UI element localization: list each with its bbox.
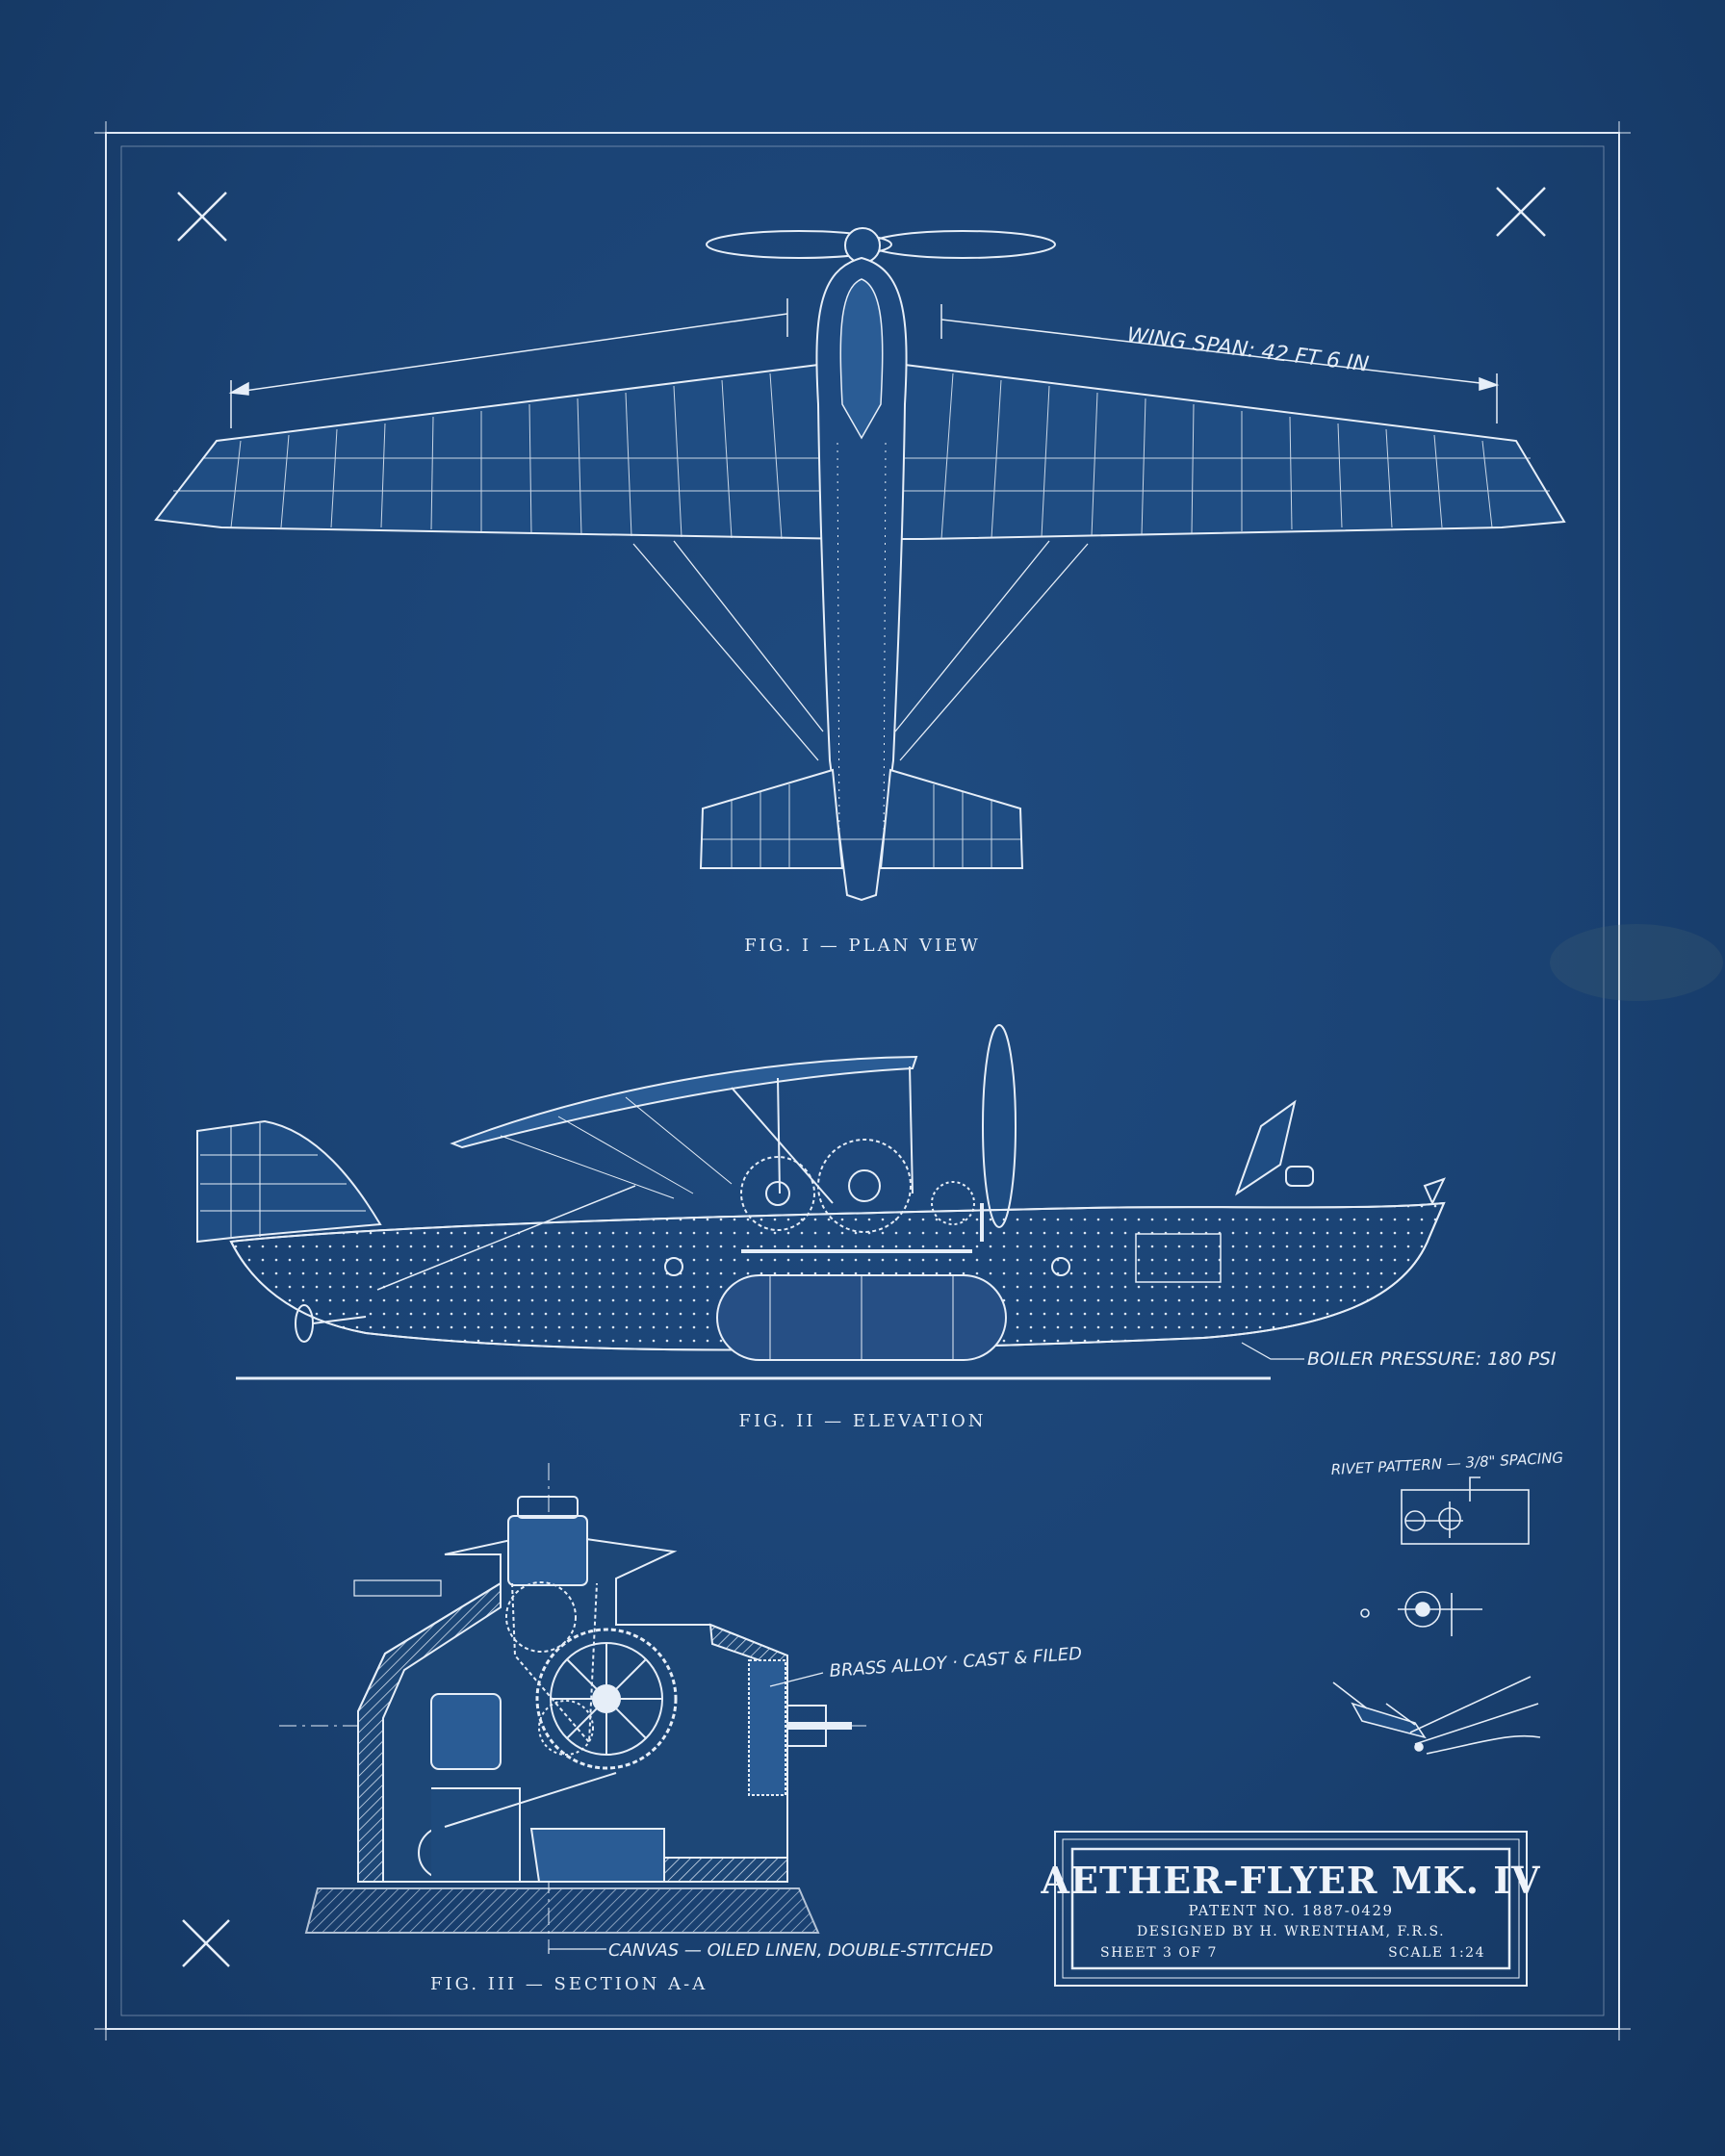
sheet-border	[94, 121, 1631, 2040]
canvas-label: CANVAS — OILED LINEN, DOUBLE-STITCHED	[608, 1940, 993, 1961]
wing-span-dimension	[228, 298, 1500, 428]
paper-stain	[1550, 924, 1723, 1001]
title-block-sheet: SHEET 3 OF 7	[1100, 1945, 1218, 1961]
fig2-caption: FIG. II — ELEVATION	[738, 1411, 986, 1431]
elevation-aircraft	[196, 1024, 1446, 1380]
boiler-leader	[1241, 1342, 1304, 1360]
rivet-pattern-label: RIVET PATTERN — 3/8" SPACING	[1330, 1449, 1563, 1478]
section-leaders	[548, 1672, 824, 1954]
brass-alloy-label: BRASS ALLOY · CAST & FILED	[829, 1644, 1083, 1681]
rivet-detail-sketches	[1332, 1476, 1541, 1755]
title-block-patent: PATENT NO. 1887-0429	[1188, 1902, 1393, 1919]
title-block-title: AETHER-FLYER MK. IV	[1041, 1859, 1541, 1902]
boiler-pressure-label: BOILER PRESSURE: 180 PSI	[1307, 1348, 1557, 1370]
fig3-caption: FIG. III — SECTION A-A	[430, 1974, 708, 1994]
wing-span-label: WING SPAN: 42 FT 6 IN	[1125, 323, 1370, 377]
fig1-caption: FIG. I — PLAN VIEW	[744, 936, 981, 956]
title-block-scale: SCALE 1:24	[1388, 1945, 1485, 1961]
title-block-designer: DESIGNED BY H. WRENTHAM, F.R.S.	[1137, 1924, 1445, 1939]
registration-marks	[177, 187, 1546, 1967]
title-block-frame	[1054, 1831, 1528, 1987]
section-engine	[279, 1463, 866, 1954]
plan-view-aircraft	[154, 227, 1566, 902]
